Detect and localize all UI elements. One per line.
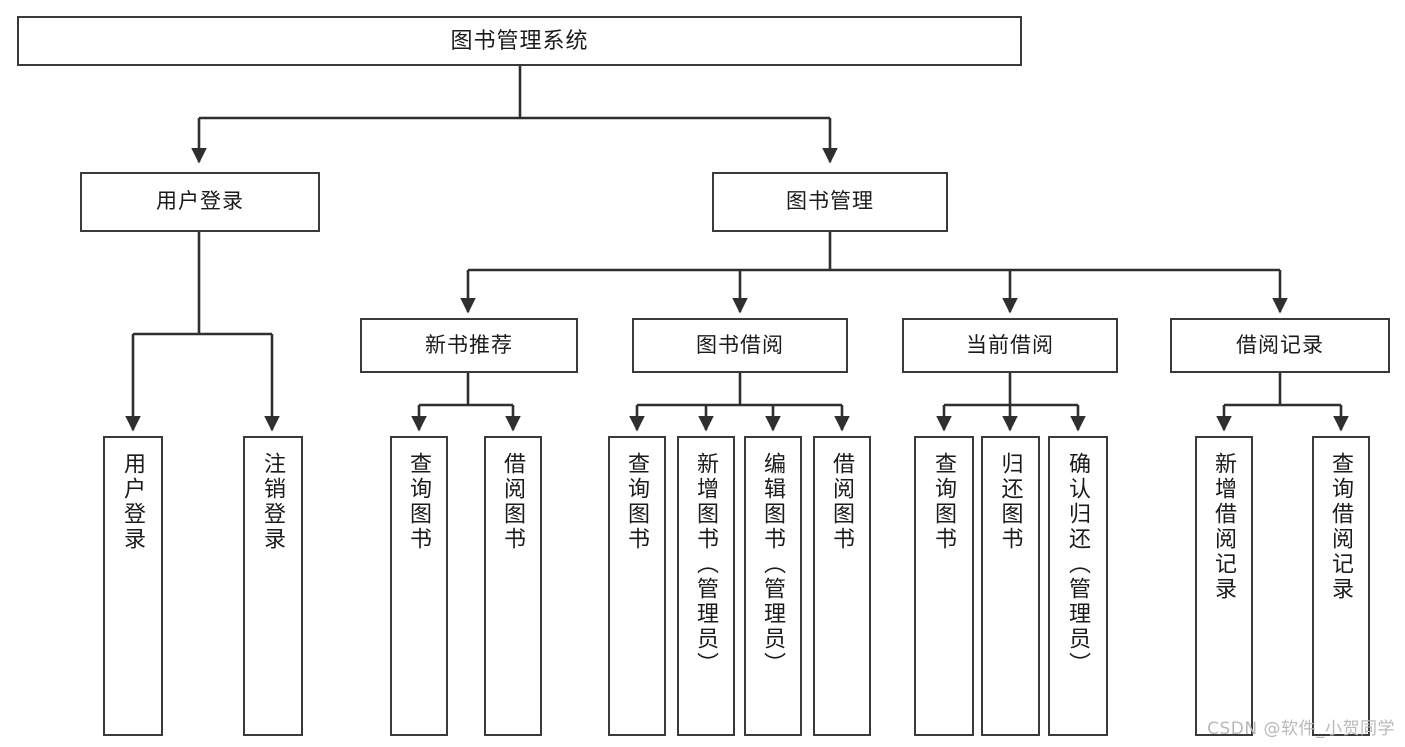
node-leaf-query-book-2-label: 查询图书: [624, 452, 650, 552]
node-current-borrow[interactable]: 当前借阅: [902, 318, 1118, 373]
node-user-login-label: 用户登录: [156, 190, 244, 214]
node-root[interactable]: 图书管理系统: [17, 16, 1022, 66]
node-leaf-return-book-label: 归还图书: [998, 452, 1024, 552]
node-leaf-query-book-3-label: 查询图书: [931, 452, 957, 552]
node-leaf-add-record-label: 新增借阅记录: [1211, 452, 1237, 602]
node-leaf-user-login-label: 用户登录: [120, 452, 146, 552]
node-borrow-record[interactable]: 借阅记录: [1170, 318, 1390, 373]
node-leaf-borrow-book-2-label: 借阅图书: [829, 452, 855, 552]
node-leaf-logout-login[interactable]: 注销登录: [243, 436, 303, 736]
node-leaf-confirm-return-label: 确认归还（管理员）: [1065, 452, 1091, 677]
node-leaf-query-record-label: 查询借阅记录: [1328, 452, 1354, 602]
node-leaf-borrow-book-1[interactable]: 借阅图书: [484, 436, 542, 736]
node-leaf-query-book-3[interactable]: 查询图书: [914, 436, 974, 736]
node-book-manage[interactable]: 图书管理: [712, 172, 948, 232]
node-leaf-logout-login-label: 注销登录: [260, 452, 286, 552]
node-book-manage-label: 图书管理: [786, 190, 874, 214]
node-root-label: 图书管理系统: [450, 27, 589, 53]
csdn-watermark: CSDN @软件_小贺同学: [1207, 719, 1395, 739]
node-user-login[interactable]: 用户登录: [80, 172, 320, 232]
node-leaf-user-login[interactable]: 用户登录: [103, 436, 163, 736]
node-leaf-add-book[interactable]: 新增图书（管理员）: [677, 436, 735, 736]
node-new-book-recommend[interactable]: 新书推荐: [360, 318, 578, 373]
node-new-book-recommend-label: 新书推荐: [425, 333, 513, 357]
node-book-borrow-label: 图书借阅: [696, 333, 784, 357]
node-leaf-add-book-label: 新增图书（管理员）: [693, 452, 719, 677]
node-leaf-borrow-book-1-label: 借阅图书: [500, 452, 526, 552]
node-leaf-add-record[interactable]: 新增借阅记录: [1195, 436, 1253, 736]
node-leaf-query-record[interactable]: 查询借阅记录: [1312, 436, 1370, 736]
node-current-borrow-label: 当前借阅: [966, 333, 1054, 357]
node-leaf-query-book-1[interactable]: 查询图书: [390, 436, 448, 736]
node-leaf-edit-book[interactable]: 编辑图书（管理员）: [744, 436, 802, 736]
node-leaf-confirm-return[interactable]: 确认归还（管理员）: [1048, 436, 1108, 736]
node-leaf-edit-book-label: 编辑图书（管理员）: [760, 452, 786, 677]
node-borrow-record-label: 借阅记录: [1236, 333, 1324, 357]
node-leaf-query-book-2[interactable]: 查询图书: [608, 436, 666, 736]
node-leaf-borrow-book-2[interactable]: 借阅图书: [813, 436, 871, 736]
node-leaf-query-book-1-label: 查询图书: [406, 452, 432, 552]
node-leaf-return-book[interactable]: 归还图书: [981, 436, 1040, 736]
node-book-borrow[interactable]: 图书借阅: [632, 318, 848, 373]
